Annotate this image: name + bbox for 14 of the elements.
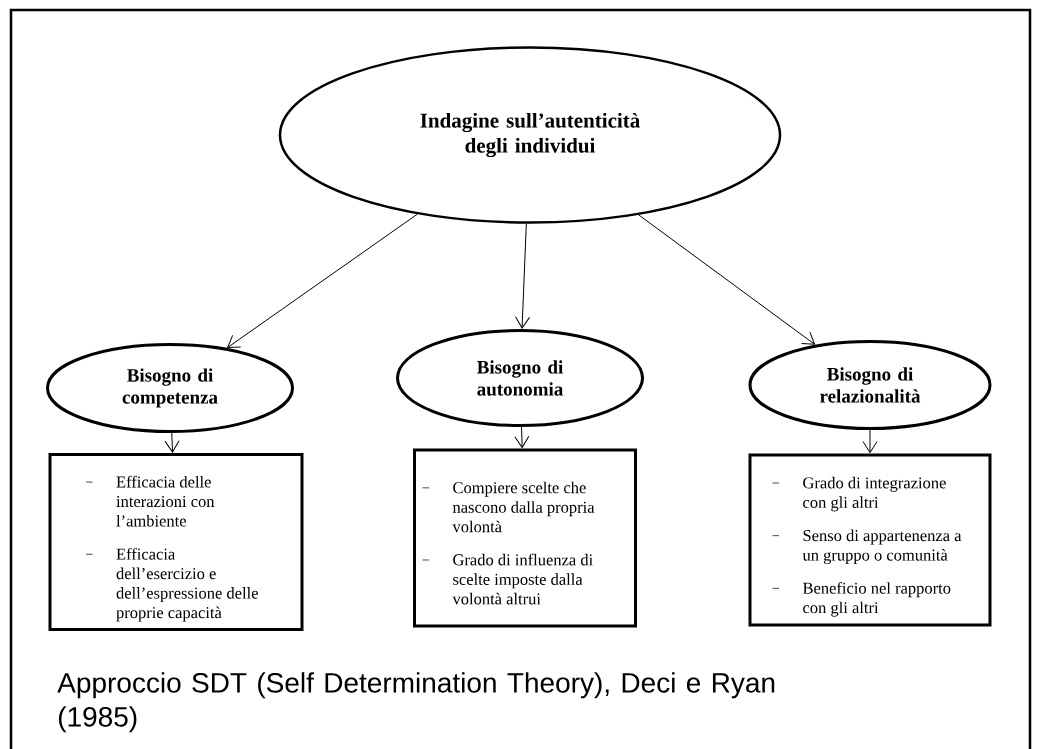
ellipse-node: Bisogno di competenza (46, 343, 294, 433)
ellipse-node: Bisogno di relazionalità (748, 340, 992, 430)
arrow (164, 432, 180, 453)
bullet-box: Compiere scelte che nascono dalla propria volontà Grado di influenza di scelte imposte dalla volontà altrui (413, 448, 637, 628)
caption: Approccio SDT (Self Determination Theory), Deci e Ryan (1985) (57, 672, 775, 733)
bullet-box: Efficacia delle interazioni con l’ambiente Efficacia dell’esercizio e dell’espressione delle proprie capacità (48, 453, 304, 631)
arrow (227, 213, 418, 348)
arrow (862, 429, 878, 454)
ellipse-node: Bisogno di autonomia (396, 329, 644, 427)
arrow (638, 214, 816, 345)
arrow (515, 223, 530, 329)
ellipse-node: Indagine sull’autenticità degli individui (278, 46, 782, 224)
bullet-box: Grado di integrazione con gli altri Senso di appartenenza a un gruppo o comunità Beneficio nel rapporto con gli altri (748, 453, 992, 627)
arrow (514, 426, 530, 449)
